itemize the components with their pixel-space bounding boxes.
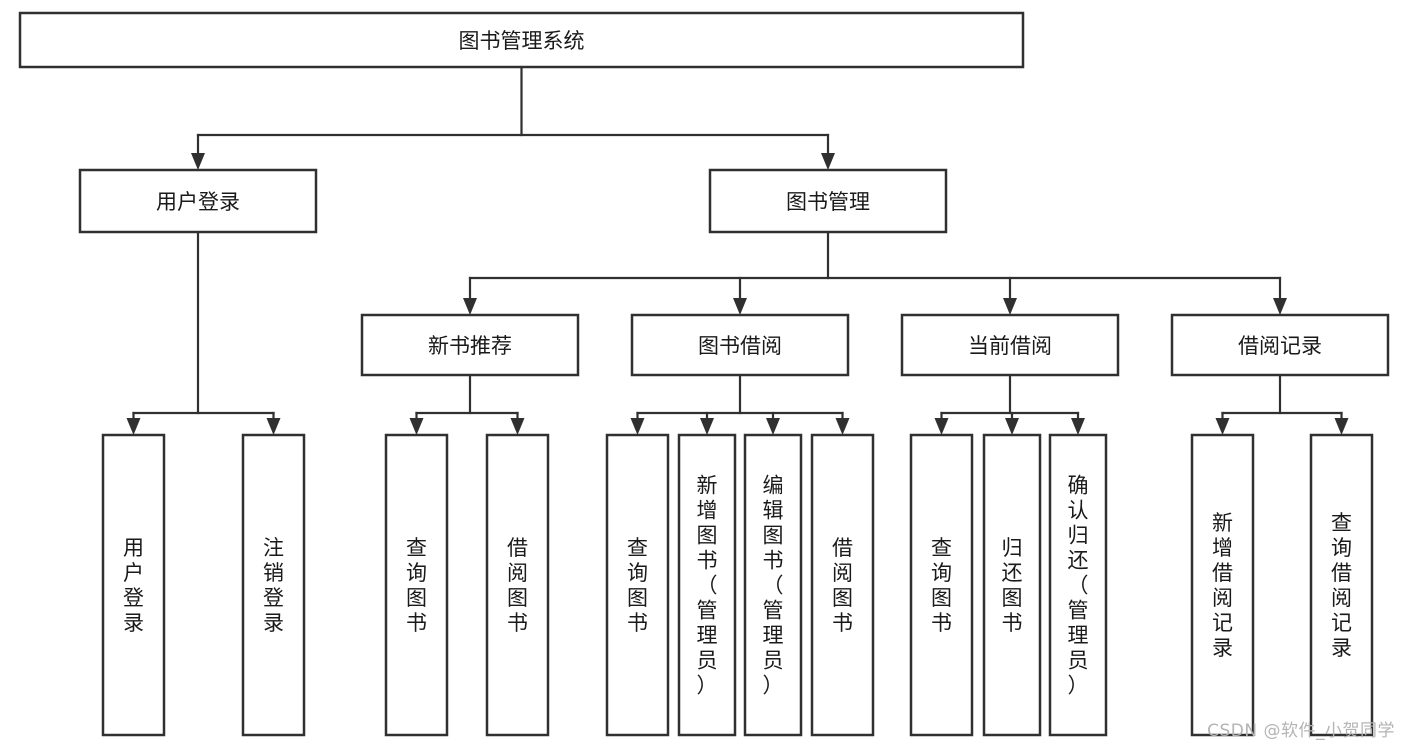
node-leaf-query-book-2[interactable]: 查询图书 bbox=[605, 433, 670, 737]
node-label-new-book-recommend: 新书推荐 bbox=[428, 334, 512, 358]
node-label-leaf-confirm-return: 确认归还（管理员） bbox=[1068, 474, 1089, 698]
node-leaf-query-book-1[interactable]: 查询图书 bbox=[384, 433, 449, 737]
node-box-book-borrow bbox=[630, 313, 850, 377]
node-box-leaf-add-record bbox=[1190, 433, 1255, 737]
node-box-leaf-logout bbox=[241, 433, 306, 737]
node-box-leaf-confirm-return bbox=[1048, 433, 1108, 737]
node-leaf-query-book-3[interactable]: 查询图书 bbox=[909, 433, 974, 737]
node-label-leaf-add-record: 新增借阅记录 bbox=[1212, 511, 1233, 660]
node-label-leaf-query-book-1: 查询图书 bbox=[406, 536, 427, 635]
arrow-head-to-leaf-add-book bbox=[700, 418, 714, 435]
node-leaf-add-book[interactable]: 新增图书（管理员） bbox=[677, 433, 737, 737]
arrow-head-to-leaf-logout bbox=[266, 418, 281, 435]
node-box-leaf-edit-book bbox=[743, 433, 803, 737]
node-label-user-login: 用户登录 bbox=[156, 190, 240, 214]
node-box-leaf-query-record bbox=[1309, 433, 1374, 737]
connectors-layer bbox=[126, 65, 1349, 435]
node-label-book-manage: 图书管理 bbox=[786, 190, 870, 214]
arrow-head-to-leaf-edit-book bbox=[766, 418, 780, 435]
node-box-leaf-query-book-3 bbox=[909, 433, 974, 737]
node-box-leaf-user-login bbox=[101, 433, 166, 737]
node-label-leaf-user-login: 用户登录 bbox=[123, 536, 144, 635]
node-label-leaf-logout: 注销登录 bbox=[263, 536, 284, 635]
node-label-book-borrow: 图书借阅 bbox=[698, 334, 782, 358]
node-leaf-edit-book[interactable]: 编辑图书（管理员） bbox=[743, 433, 803, 737]
node-label-current-borrow: 当前借阅 bbox=[968, 334, 1052, 358]
node-label-root: 图书管理系统 bbox=[459, 29, 585, 53]
arrow-head-to-leaf-borrow-book-2 bbox=[835, 418, 850, 435]
arrow-head-to-leaf-add-record bbox=[1215, 418, 1230, 435]
node-book-manage[interactable]: 图书管理 bbox=[708, 168, 948, 234]
node-user-login[interactable]: 用户登录 bbox=[78, 168, 318, 234]
node-new-book-recommend[interactable]: 新书推荐 bbox=[360, 313, 580, 377]
node-label-leaf-add-book: 新增图书（管理员） bbox=[697, 474, 718, 698]
node-leaf-borrow-book-2[interactable]: 借阅图书 bbox=[810, 433, 875, 737]
node-box-leaf-return-book bbox=[982, 433, 1042, 737]
node-box-leaf-query-book-1 bbox=[384, 433, 449, 737]
node-label-leaf-query-record: 查询借阅记录 bbox=[1331, 511, 1352, 660]
node-current-borrow[interactable]: 当前借阅 bbox=[900, 313, 1120, 377]
arrow-head-to-leaf-query-book-3 bbox=[934, 418, 949, 435]
arrow-head-to-book-borrow bbox=[733, 298, 747, 315]
node-leaf-borrow-book-1[interactable]: 借阅图书 bbox=[485, 433, 550, 737]
arrow-head-to-leaf-query-record bbox=[1334, 418, 1349, 435]
node-label-leaf-query-book-3: 查询图书 bbox=[931, 536, 952, 635]
node-box-borrow-record bbox=[1170, 313, 1390, 377]
arrow-head-to-new-book-recommend bbox=[463, 298, 477, 315]
node-label-leaf-edit-book: 编辑图书（管理员） bbox=[763, 474, 784, 698]
node-box-new-book-recommend bbox=[360, 313, 580, 377]
arrow-head-to-borrow-record bbox=[1273, 298, 1287, 315]
node-box-leaf-query-book-2 bbox=[605, 433, 670, 737]
arrow-head-to-leaf-return-book bbox=[1005, 418, 1019, 435]
node-root[interactable]: 图书管理系统 bbox=[18, 11, 1025, 69]
node-leaf-confirm-return[interactable]: 确认归还（管理员） bbox=[1048, 433, 1108, 737]
arrow-head-to-book-manage bbox=[821, 153, 835, 170]
node-box-leaf-borrow-book-2 bbox=[810, 433, 875, 737]
arrow-head-to-leaf-query-book-1 bbox=[409, 418, 424, 435]
node-leaf-query-record[interactable]: 查询借阅记录 bbox=[1309, 433, 1374, 737]
node-box-user-login bbox=[78, 168, 318, 234]
node-label-leaf-borrow-book-2: 借阅图书 bbox=[832, 536, 853, 635]
arrow-head-to-current-borrow bbox=[1003, 298, 1017, 315]
node-label-borrow-record: 借阅记录 bbox=[1238, 334, 1322, 358]
watermark-text: CSDN @软件_小贺同学 bbox=[1207, 721, 1395, 741]
node-leaf-add-record[interactable]: 新增借阅记录 bbox=[1190, 433, 1255, 737]
node-box-leaf-add-book bbox=[677, 433, 737, 737]
arrow-head-to-leaf-borrow-book-1 bbox=[510, 418, 525, 435]
node-box-root bbox=[18, 11, 1025, 69]
node-leaf-user-login[interactable]: 用户登录 bbox=[101, 433, 166, 737]
node-label-leaf-query-book-2: 查询图书 bbox=[627, 536, 648, 635]
arrow-head-to-leaf-confirm-return bbox=[1071, 418, 1085, 435]
node-borrow-record[interactable]: 借阅记录 bbox=[1170, 313, 1390, 377]
node-leaf-logout[interactable]: 注销登录 bbox=[241, 433, 306, 737]
node-label-leaf-return-book: 归还图书 bbox=[1002, 536, 1023, 635]
arrow-head-to-leaf-user-login bbox=[126, 418, 141, 435]
arrow-head-to-leaf-query-book-2 bbox=[630, 418, 645, 435]
node-book-borrow[interactable]: 图书借阅 bbox=[630, 313, 850, 377]
node-leaf-return-book[interactable]: 归还图书 bbox=[982, 433, 1042, 737]
node-box-book-manage bbox=[708, 168, 948, 234]
arrow-head-to-user-login bbox=[191, 153, 205, 170]
node-box-current-borrow bbox=[900, 313, 1120, 377]
node-label-leaf-borrow-book-1: 借阅图书 bbox=[507, 536, 528, 635]
node-box-leaf-borrow-book-1 bbox=[485, 433, 550, 737]
nodes-layer: 图书管理系统用户登录图书管理新书推荐图书借阅当前借阅借阅记录用户登录注销登录查询… bbox=[18, 11, 1390, 737]
